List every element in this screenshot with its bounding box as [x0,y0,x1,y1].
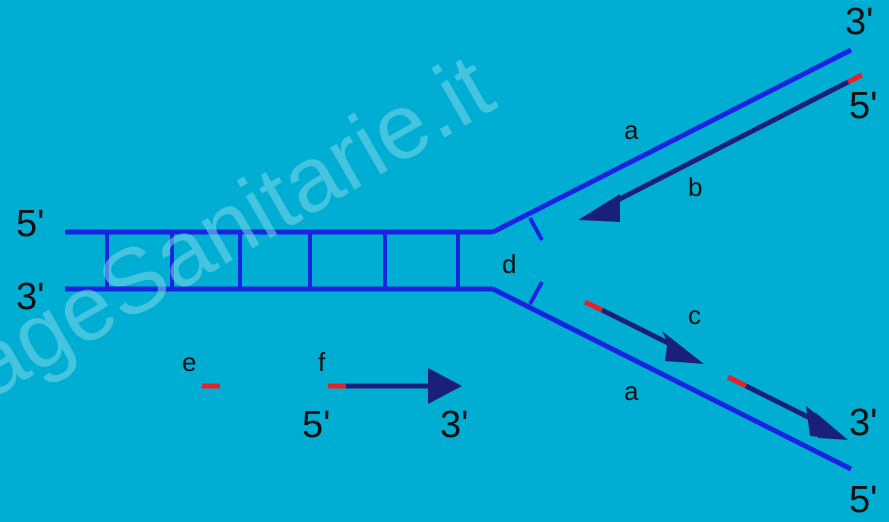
label-d: d [502,249,516,279]
leading-strand [578,72,864,222]
label-a-top: a [624,115,639,145]
label-3prime-bottom-right: 3' [849,402,877,444]
okazaki-fragment [726,374,848,440]
label-e: e [182,347,196,377]
label-5prime-top-right: 5' [849,85,877,127]
label-5prime-bottom-right: 5' [849,479,877,521]
label-3prime-left: 3' [16,276,44,318]
legend-5prime: 5' [302,404,330,446]
arrowhead-icon [662,331,704,364]
arrowhead-icon [815,412,848,440]
label-c: c [688,300,701,330]
arrowhead-icon [428,368,462,404]
parental-dna [65,229,493,292]
label-f: f [318,347,326,377]
template-strand-bottom [491,286,853,472]
legend-3prime: 3' [440,404,468,446]
okazaki-fragment [583,299,704,364]
arrowhead-icon [665,338,704,364]
arrowhead-icon [578,194,620,222]
new-fragment-legend [328,368,462,404]
label-a-bottom: a [624,376,639,406]
watermark: ageSanitarie.it [0,35,509,417]
label-5prime-left: 5' [16,203,44,245]
helicase-mark-bottom [528,281,544,305]
label-3prime-top-right: 3' [845,1,873,43]
helicase-mark-top [528,217,544,241]
template-strand-top [491,47,853,235]
label-b: b [688,172,702,202]
